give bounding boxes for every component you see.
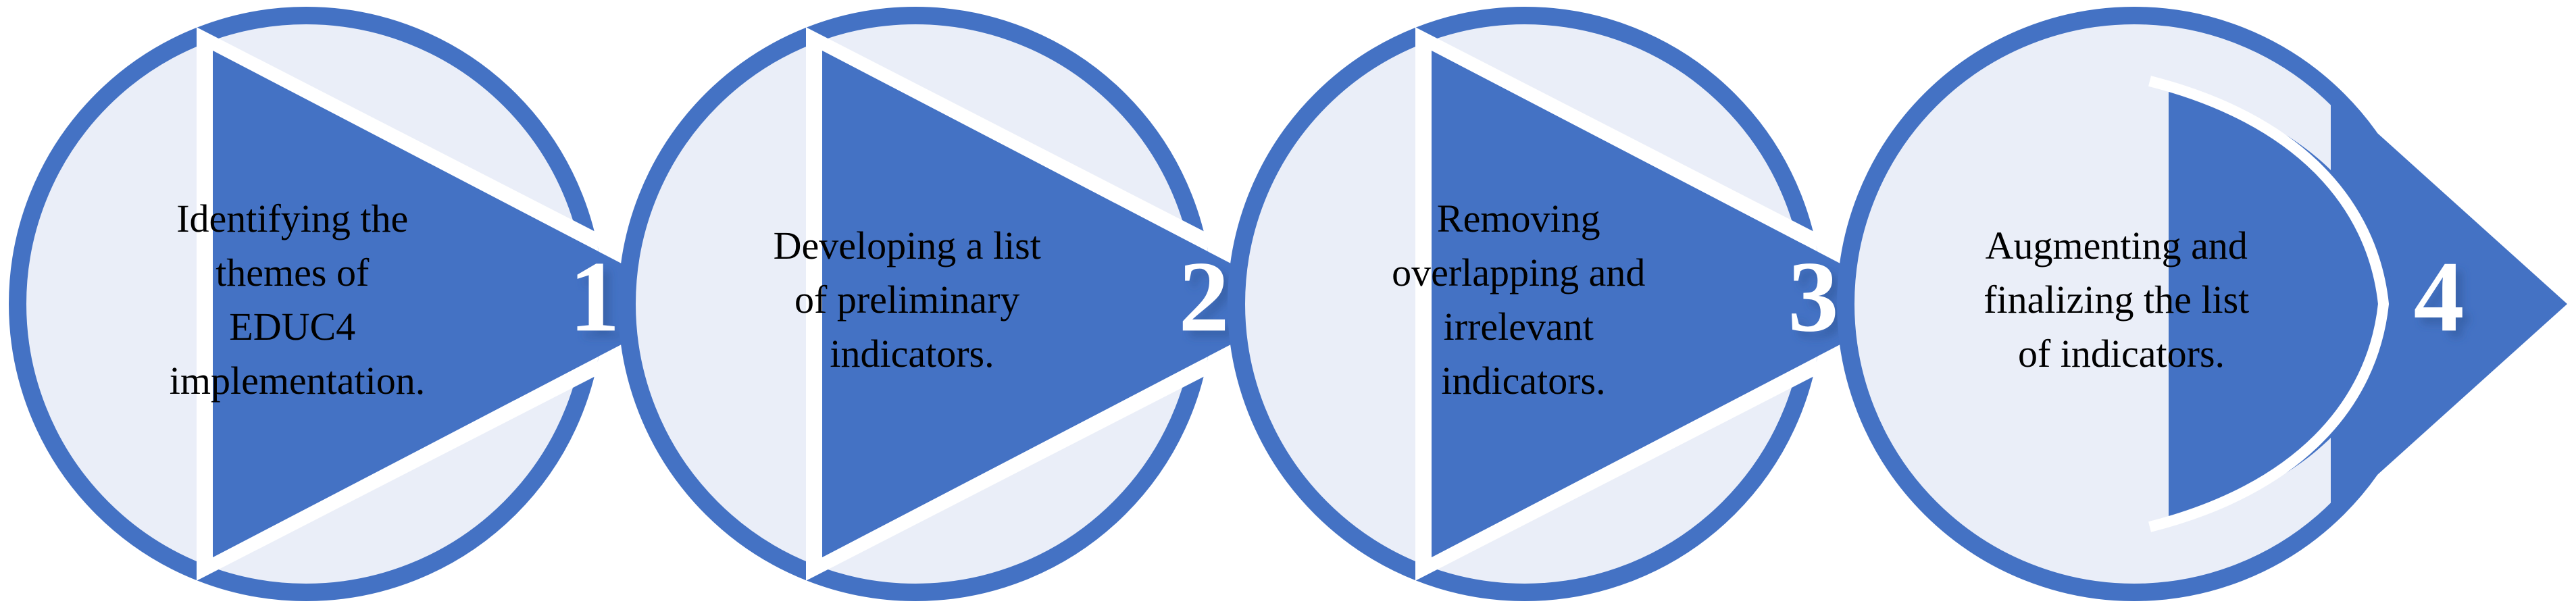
step-4-line-2: finalizing the list — [1984, 278, 2249, 322]
step-3-line-4: indicators. — [1441, 359, 1605, 403]
step-2-line-1: Developing a list — [774, 224, 1041, 267]
step-1-group[interactable]: 1 Identifying the themes of EDUC4 implem… — [9, 7, 736, 601]
step-3-line-1: Removing — [1437, 197, 1600, 240]
step-4-arrow[interactable] — [2331, 91, 2567, 517]
step-1-line-1: Identifying the — [176, 197, 408, 240]
step-3-group[interactable]: 3 Removing overlapping and irrelevant in… — [1228, 7, 1955, 601]
step-2-group[interactable]: 2 Developing a list of preliminary indic… — [618, 7, 1346, 601]
step-3-line-3: irrelevant — [1444, 305, 1594, 349]
step-3-line-2: overlapping and — [1392, 251, 1645, 295]
step-1-arrow-inner — [213, 51, 603, 557]
step-2-arrow-inner — [822, 51, 1213, 557]
step-1-line-3: EDUC4 — [229, 305, 355, 349]
step-4-group[interactable]: 4 Augmenting and finalizing the list of … — [1837, 7, 2567, 601]
step-3-label: Removing overlapping and irrelevant indi… — [1392, 197, 1655, 403]
step-2-label: Developing a list of preliminary indicat… — [774, 224, 1051, 376]
step-2-line-3: indicators. — [830, 332, 994, 376]
step-3-arrow-gap — [1415, 27, 1955, 581]
step-2-arrow-gap — [806, 27, 1346, 581]
step-4-line-1: Augmenting and — [1986, 224, 2248, 267]
step-1-label: Identifying the themes of EDUC4 implemen… — [170, 197, 426, 403]
step-1-line-2: themes of — [216, 251, 370, 295]
step-4-arrow-gap — [2148, 76, 2390, 532]
step-4-label: Augmenting and finalizing the list of in… — [1984, 224, 2259, 376]
step-2-number: 2 — [1179, 240, 1230, 353]
step-3-arrow-inner — [1432, 51, 1822, 557]
step-3-number: 3 — [1788, 240, 1839, 353]
step-1-arrow-gap — [197, 27, 736, 581]
step-2-line-2: of preliminary — [794, 278, 1019, 322]
step-4-line-3: of indicators. — [2018, 332, 2225, 376]
step-1-line-4: implementation. — [170, 359, 426, 403]
step-1-number: 1 — [570, 240, 620, 353]
step-4-number: 4 — [2414, 240, 2465, 353]
